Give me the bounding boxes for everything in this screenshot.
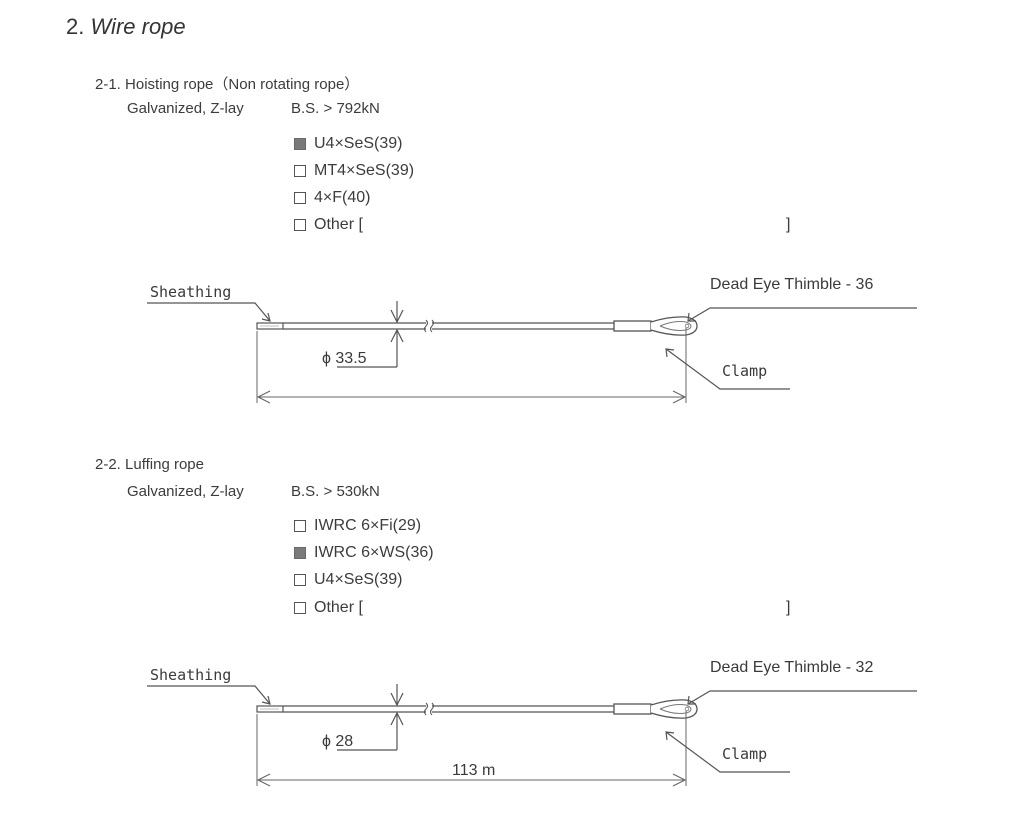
luffing-option-other[interactable]: Other [ — [294, 599, 363, 617]
option-label: MT4×SeS(39) — [314, 162, 415, 179]
checkbox[interactable] — [294, 520, 306, 532]
sheathing-label: Sheathing — [150, 283, 231, 301]
hoisting-option-other[interactable]: Other [ — [294, 216, 363, 234]
diameter-label: ϕ 33.5 — [322, 350, 367, 367]
luffing-rope-title: 2-2. Luffing rope — [95, 456, 204, 473]
option-label: Other [ — [314, 599, 363, 616]
hoisting-rope-breaking-strength: B.S. > 792kN — [291, 100, 380, 117]
option-label: U4×SeS(39) — [314, 135, 403, 152]
diameter-label: ϕ 28 — [322, 733, 353, 750]
section-heading: 2. Wire rope — [66, 14, 186, 40]
luffing-option-1[interactable]: IWRC 6×Fi(29) — [294, 517, 421, 535]
option-label: U4×SeS(39) — [314, 571, 403, 588]
heading-number: 2. — [66, 14, 85, 39]
checkbox-checked[interactable] — [294, 547, 306, 559]
clamp-label: Clamp — [722, 362, 767, 380]
hoisting-rope-spec: Galvanized, Z-lay — [127, 100, 244, 117]
thimble-label: Dead Eye Thimble - 32 — [710, 659, 873, 676]
hoisting-option-3[interactable]: 4×F(40) — [294, 189, 370, 207]
checkbox[interactable] — [294, 602, 306, 614]
checkbox[interactable] — [294, 219, 306, 231]
sheathing-label: Sheathing — [150, 666, 231, 684]
other-bracket-close: ] — [786, 216, 791, 233]
rope-diagram — [146, 300, 918, 404]
checkbox-checked[interactable] — [294, 138, 306, 150]
thimble-label: Dead Eye Thimble - 36 — [710, 276, 873, 293]
length-label: 113 m — [452, 762, 495, 779]
rope-diagram — [146, 683, 918, 787]
luffing-option-3[interactable]: U4×SeS(39) — [294, 571, 403, 589]
checkbox[interactable] — [294, 192, 306, 204]
hoisting-option-1[interactable]: U4×SeS(39) — [294, 135, 403, 153]
option-label: Other [ — [314, 216, 363, 233]
option-label: 4×F(40) — [314, 189, 371, 206]
option-label: IWRC 6×Fi(29) — [314, 517, 422, 534]
checkbox[interactable] — [294, 165, 306, 177]
option-label: IWRC 6×WS(36) — [314, 544, 434, 561]
other-bracket-close: ] — [786, 599, 791, 616]
luffing-rope-spec: Galvanized, Z-lay — [127, 483, 244, 500]
hoisting-rope-title: 2-1. Hoisting rope（Non rotating rope） — [95, 76, 360, 93]
checkbox[interactable] — [294, 574, 306, 586]
luffing-option-2[interactable]: IWRC 6×WS(36) — [294, 544, 434, 562]
luffing-rope-drawing: Sheathing ϕ 28 Dead Eye Thimble - 32 Cla… — [146, 659, 918, 787]
clamp-label: Clamp — [722, 745, 767, 763]
heading-title: Wire rope — [90, 14, 186, 39]
hoisting-option-2[interactable]: MT4×SeS(39) — [294, 162, 414, 180]
luffing-rope-breaking-strength: B.S. > 530kN — [291, 483, 380, 500]
hoisting-rope-drawing: Sheathing ϕ 33.5 Dead Eye Thimble - 36 C… — [146, 276, 918, 404]
